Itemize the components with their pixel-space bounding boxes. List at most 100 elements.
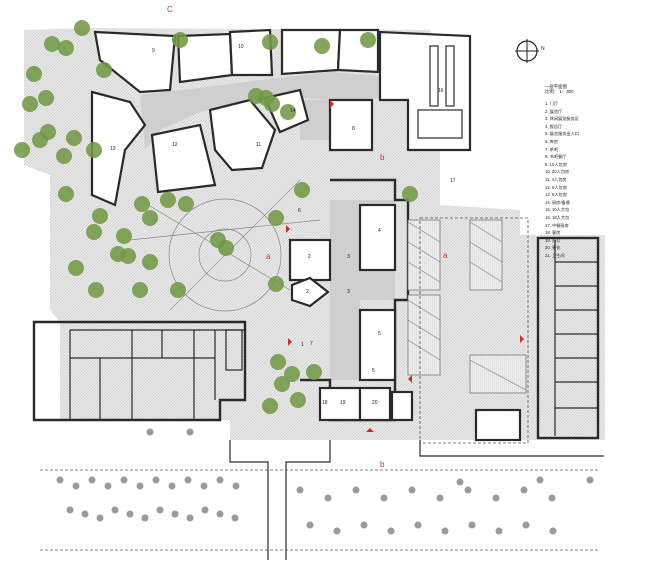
room-number: 3 xyxy=(347,289,350,295)
tree-icon xyxy=(360,32,376,48)
tree-icon xyxy=(68,260,84,276)
shrub-icon xyxy=(184,476,192,484)
tree-icon xyxy=(294,182,310,198)
shrub-icon xyxy=(88,476,96,484)
north-label: N xyxy=(541,46,545,52)
shrub-icon xyxy=(333,527,341,535)
legend-item: 20. 更衣 xyxy=(545,245,561,251)
room-number: 13 xyxy=(110,146,116,152)
section-mark-a-left: a xyxy=(266,252,271,261)
legend-item: 15. 10人大包 xyxy=(545,207,570,213)
legend-item: 4. 报告厅 xyxy=(545,123,563,129)
shrub-icon xyxy=(548,494,556,502)
room-number: 14 xyxy=(290,108,296,114)
shrub-icon xyxy=(352,486,360,494)
section-mark-b-top: b xyxy=(380,153,385,162)
legend-item: 8. 书吧餐厅 xyxy=(545,154,567,160)
west-building xyxy=(32,320,247,422)
shrub-icon xyxy=(186,514,194,522)
room-number: 6 xyxy=(298,208,301,214)
tree-icon xyxy=(178,196,194,212)
room-number: 16 xyxy=(438,88,444,94)
room-number: 5 xyxy=(378,331,381,337)
shrub-icon xyxy=(141,514,149,522)
shrub-icon xyxy=(380,494,388,502)
room-number: 2 xyxy=(306,289,309,295)
tree-icon xyxy=(262,34,278,50)
tree-icon xyxy=(218,240,234,256)
shrub-icon xyxy=(96,514,104,522)
tree-icon xyxy=(314,38,330,54)
shrub-icon xyxy=(200,482,208,490)
room-number: 8 xyxy=(352,126,355,132)
room-numbers: 1 2 2 3 3 4 5 5 6 7 8 9 10 11 12 13 14 1… xyxy=(110,44,456,406)
room-number: 20 xyxy=(372,400,378,406)
shrub-icon xyxy=(360,521,368,529)
shrub-icon xyxy=(126,510,134,518)
tree-icon xyxy=(86,142,102,158)
legend-item: 2. 展览厅 xyxy=(545,108,563,114)
shrub-icon xyxy=(414,521,422,529)
tree-icon xyxy=(274,376,290,392)
room-number: 4 xyxy=(378,228,381,234)
shrub-icon xyxy=(408,486,416,494)
shrub-icon xyxy=(156,506,164,514)
shrub-icon xyxy=(306,521,314,529)
shrub-icon xyxy=(456,478,464,486)
legend-item: 7. 茶吧 xyxy=(545,146,559,152)
exhibition-building xyxy=(288,178,414,422)
room-number: 17 xyxy=(450,178,456,184)
legend-item: 21. 卫生间 xyxy=(545,252,565,258)
room-number: 7 xyxy=(310,341,313,347)
room-number: 9 xyxy=(152,48,155,54)
shrub-icon xyxy=(120,476,128,484)
tree-icon xyxy=(280,104,296,120)
tree-icon xyxy=(86,224,102,240)
shrub-icon xyxy=(441,527,449,535)
shrub-icon xyxy=(216,476,224,484)
shrub-icon xyxy=(296,486,304,494)
site-boundary xyxy=(40,440,604,560)
shrub-icon xyxy=(495,527,503,535)
legend-item: 19. 办公 xyxy=(545,237,561,243)
tree-icon xyxy=(264,96,280,112)
plan-scale: 比例： 1：300 xyxy=(545,89,574,94)
tree-icon xyxy=(402,186,418,202)
shrub-icon xyxy=(56,476,64,484)
tree-icon xyxy=(58,186,74,202)
shrub-icon xyxy=(492,494,500,502)
tree-icon xyxy=(22,96,38,112)
kitchen-block xyxy=(378,30,472,152)
legend-item: 16. 18人大包 xyxy=(545,214,570,220)
shrub-icon xyxy=(549,527,557,535)
legend-item: 18. 客房 xyxy=(545,230,561,236)
tree-icon xyxy=(248,88,264,104)
legend-item: 9. 10人包房 xyxy=(545,161,567,167)
trees xyxy=(14,20,418,414)
shrub-icon xyxy=(468,521,476,529)
shrub-icon xyxy=(186,428,194,436)
tree-icon xyxy=(142,210,158,226)
room-number: 19 xyxy=(340,400,346,406)
legend-item: 13. 8人包房 xyxy=(545,192,567,198)
shrub-icon xyxy=(146,428,154,436)
shrub-icon xyxy=(324,494,332,502)
tree-icon xyxy=(58,40,74,56)
shrub-icon xyxy=(436,494,444,502)
shrub-icon xyxy=(168,482,176,490)
shrub-icon xyxy=(104,482,112,490)
room-number: 18 xyxy=(322,400,328,406)
shrub-icon xyxy=(231,514,239,522)
tree-icon xyxy=(88,282,104,298)
tree-icon xyxy=(96,62,112,78)
north-arrow-icon xyxy=(514,38,540,64)
guest-rooms-wing xyxy=(474,236,600,442)
shrub-icon xyxy=(66,506,74,514)
legend-item: 6. 库房 xyxy=(545,138,559,144)
shrub-icon xyxy=(111,506,119,514)
legend-item: 11. 4人包房 xyxy=(545,176,567,182)
room-number: 11 xyxy=(256,142,261,148)
tree-icon xyxy=(262,398,278,414)
